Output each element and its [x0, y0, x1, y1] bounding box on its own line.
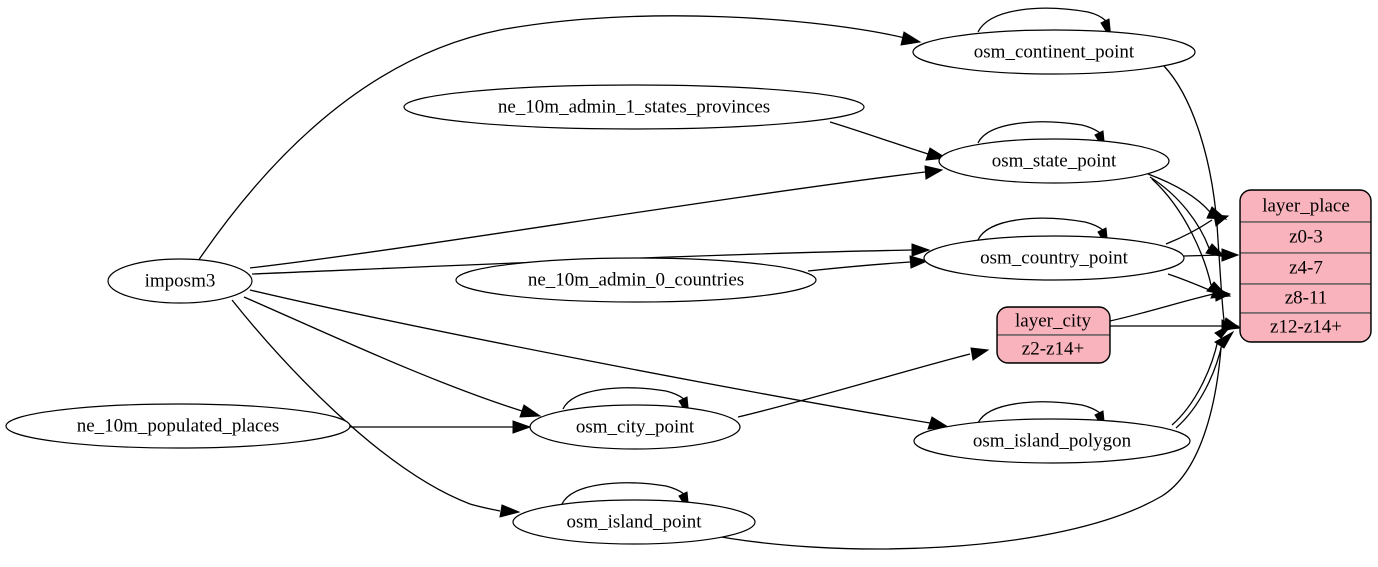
arrowhead	[970, 347, 990, 361]
osm-island-point-ellipse[interactable]	[512, 499, 756, 545]
ne-states-ellipse[interactable]	[403, 84, 865, 130]
arrowhead	[1214, 330, 1235, 349]
node-osm-continent-point[interactable]: osm_continent_point	[912, 29, 1196, 75]
node-osm-state-point[interactable]: osm_state_point	[938, 138, 1170, 184]
edges-layer	[197, 7, 1242, 550]
layer-place-row-z0-3[interactable]	[1240, 221, 1371, 254]
layer-place-title-label: layer_place	[1262, 195, 1350, 216]
node-imposm3[interactable]: imposm3	[107, 258, 253, 304]
osm-city-point-ellipse[interactable]	[529, 404, 741, 450]
edge-ne-states-to-osm-state-point	[829, 121, 929, 155]
osm-island-polygon-label: osm_island_polygon	[973, 430, 1132, 451]
edge-osm-state-point-to-layer-place-z4	[1149, 176, 1210, 249]
osm-country-point-ellipse[interactable]	[923, 235, 1185, 281]
osm-state-point-label: osm_state_point	[992, 150, 1117, 171]
node-osm-island-polygon[interactable]: osm_island_polygon	[913, 418, 1191, 464]
arrowhead	[924, 165, 944, 180]
edge-self-loop-osm-country-point	[977, 217, 1104, 241]
edge-self-loop-osm-state-point	[977, 121, 1101, 144]
edge-osm-island-point-to-layer-place-z12	[699, 347, 1222, 550]
node-osm-country-point[interactable]: osm_country_point	[923, 235, 1185, 281]
osm-continent-point-ellipse[interactable]	[912, 29, 1196, 75]
edge-osm-city-point-to-layer-city	[737, 353, 971, 418]
edge-self-loop-osm-island-point	[561, 482, 685, 505]
imposm3-ellipse[interactable]	[107, 258, 253, 304]
ne-populated-label: ne_10m_populated_places	[77, 415, 280, 436]
layer-place-z8-11-label: z8-11	[1285, 287, 1328, 308]
edge-imposm3-to-osm-continent-point	[197, 15, 906, 262]
edge-imposm3-to-osm-city-point	[243, 296, 523, 412]
edge-imposm3-to-osm-island-point	[231, 299, 501, 512]
osm-island-point-label: osm_island_point	[566, 511, 702, 532]
edge-osm-state-point-to-layer-place-z8	[1151, 178, 1212, 286]
layer-city-row-z2[interactable]	[997, 334, 1110, 363]
node-ne-10m-populated-places[interactable]: ne_10m_populated_places	[5, 403, 351, 449]
edge-osm-continent-point-to-layer-place-z12	[1163, 65, 1225, 321]
layer-place-z0-3-label: z0-3	[1289, 226, 1323, 247]
osm-continent-point-label: osm_continent_point	[974, 41, 1135, 62]
edge-osm-country-point-to-layer-place-z0	[1165, 219, 1213, 245]
layer-place-outline	[1239, 189, 1372, 343]
node-osm-island-point[interactable]: osm_island_point	[512, 499, 756, 545]
layer-city-title-label: layer_city	[1015, 310, 1091, 331]
arrowhead	[900, 31, 922, 46]
layer-place-z12-label: z12-z14+	[1270, 316, 1342, 337]
ne-states-label: ne_10m_admin_1_states_provinces	[498, 96, 770, 117]
layer-city-outline	[996, 306, 1111, 364]
osm-city-point-label: osm_city_point	[576, 416, 695, 437]
arrowhead	[499, 504, 521, 518]
edge-osm-country-point-to-layer-place-z4	[1183, 254, 1223, 257]
edge-ne-countries-to-osm-country-point	[807, 261, 911, 272]
arrowhead	[512, 420, 532, 434]
arrowhead	[1214, 287, 1232, 302]
edge-osm-state-point-to-layer-place-z0	[1147, 173, 1211, 213]
ne-countries-label: ne_10m_admin_0_countries	[528, 269, 744, 290]
node-ne-10m-admin-0-countries[interactable]: ne_10m_admin_0_countries	[455, 257, 817, 303]
node-osm-city-point[interactable]: osm_city_point	[529, 404, 741, 450]
layer-place-z4-7-label: z4-7	[1289, 257, 1323, 278]
nodes-layer: osm_continent_point ne_10m_admin_1_state…	[5, 29, 1372, 545]
edge-imposm3-to-osm-island-polygon	[249, 289, 931, 424]
edge-osm-island-polygon-to-layer-place-z12-b	[1175, 343, 1223, 429]
arrowhead	[909, 255, 929, 269]
edge-layer-city-to-layer-place-z8	[1109, 293, 1215, 322]
edge-osm-island-polygon-to-layer-place-z12	[1171, 339, 1219, 426]
osm-country-point-label: osm_country_point	[980, 247, 1128, 268]
edge-self-loop-osm-continent-point	[977, 7, 1107, 33]
node-layer-city[interactable]: layer_city z2-z14+	[996, 306, 1111, 364]
arrowhead	[911, 243, 931, 257]
ne-countries-ellipse[interactable]	[455, 257, 817, 303]
layer-place-row-z8-11[interactable]	[1240, 283, 1371, 314]
edge-self-loop-osm-city-point	[562, 387, 685, 410]
arrowhead	[1213, 214, 1230, 227]
arrowhead	[1221, 248, 1240, 262]
osm-island-polygon-ellipse[interactable]	[913, 418, 1191, 464]
layer-place-row-z12[interactable]	[1240, 312, 1371, 342]
arrowhead	[519, 404, 542, 418]
edge-self-loop-osm-island-polygon	[977, 401, 1101, 424]
ne-populated-ellipse[interactable]	[5, 403, 351, 449]
node-ne-10m-admin-1-states-provinces[interactable]: ne_10m_admin_1_states_provinces	[403, 84, 865, 130]
arrowhead	[1214, 323, 1233, 339]
imposm3-label: imposm3	[145, 270, 216, 291]
layer-city-z2-label: z2-z14+	[1022, 338, 1084, 359]
node-layer-place[interactable]: layer_place z0-3 z4-7 z8-11 z12-z14+	[1239, 189, 1372, 343]
edge-osm-country-point-to-layer-place-z8	[1167, 273, 1215, 293]
edge-imposm3-to-osm-state-point	[249, 171, 926, 269]
osm-state-point-ellipse[interactable]	[938, 138, 1170, 184]
